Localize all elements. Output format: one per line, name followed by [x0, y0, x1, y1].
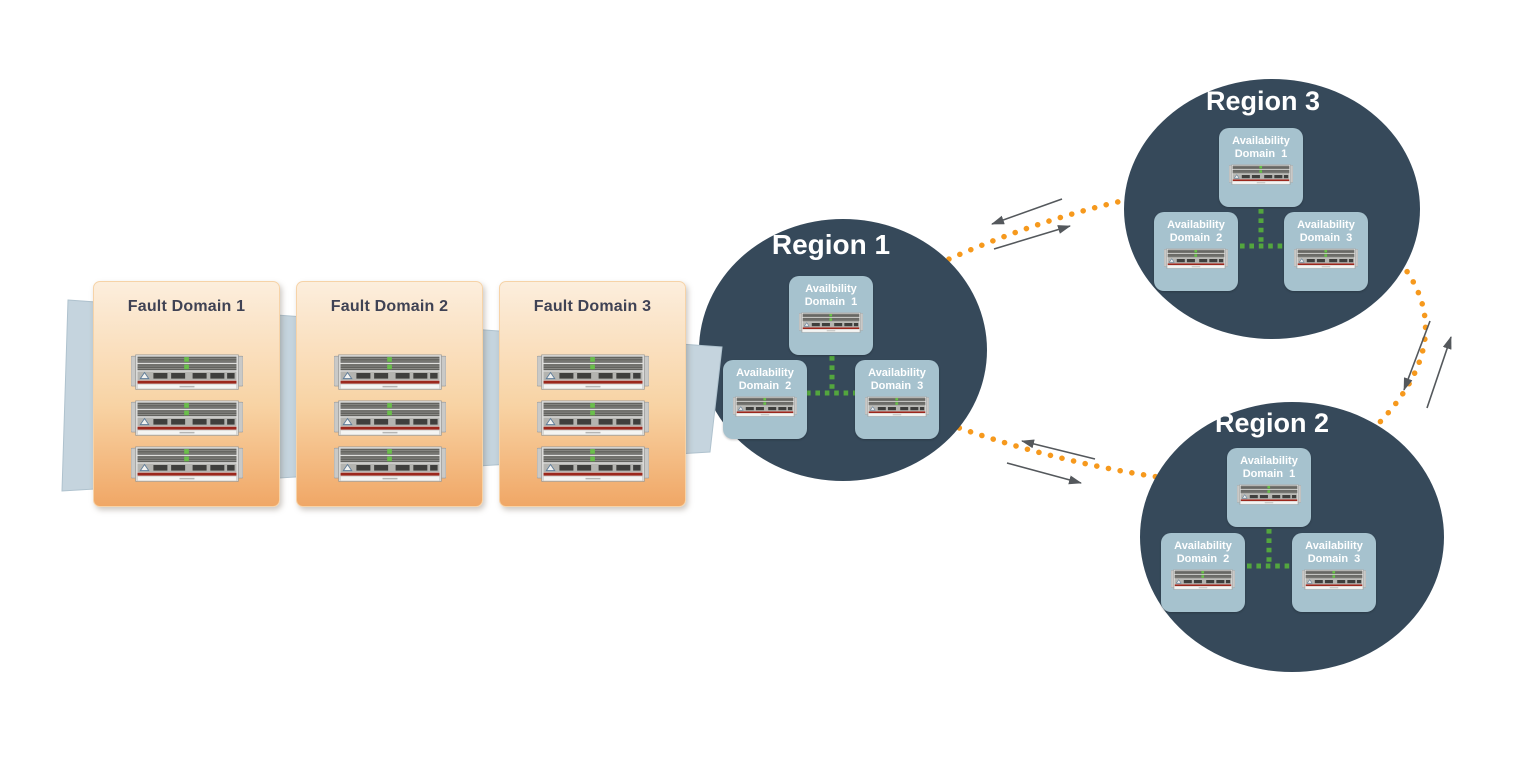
replication-arrow [1403, 320, 1431, 391]
ad-label-line2: Domain 1 [1242, 468, 1296, 481]
availability-domain-box-r3-ad1: Availability Domain 1 [1219, 128, 1303, 207]
region-1-label: Region 1 [771, 229, 891, 260]
availability-domain-box-r1-ad2: Availability Domain 2 [723, 360, 807, 439]
server-rack-icon [799, 312, 863, 334]
replication-arrow [991, 198, 1063, 225]
server-rack-icon [334, 400, 446, 438]
server-rack-icon [1294, 248, 1358, 270]
availability-domain-box-r1-ad1: Availbility Domain 1 [789, 276, 873, 355]
ad-connector-region-2 [1247, 529, 1293, 569]
region-link-arc-r1-r2 [945, 421, 1175, 482]
region-3-label: Region 3 [1205, 86, 1320, 116]
ad-label-line2: Domain 1 [1234, 148, 1288, 161]
replication-arrow [1426, 336, 1452, 409]
server-rack-icon [131, 446, 243, 484]
server-rack-icon [1302, 569, 1366, 591]
ad-label-line2: Domain 2 [1169, 232, 1223, 245]
server-rack-icon [334, 354, 446, 392]
ad-label-line1: Availability [868, 367, 926, 379]
availability-domain-box-r2-ad1: Availability Domain 1 [1227, 448, 1311, 527]
ad-label-line1: Availability [1174, 540, 1232, 552]
region-link-arc-r1-r3 [935, 189, 1168, 267]
server-rack-icon [865, 396, 929, 418]
ad-label-line1: Availability [736, 367, 794, 379]
fault-domain-box-3: Fault Domain 3 [499, 281, 686, 507]
fault-domain-label: Fault Domain 1 [127, 298, 246, 315]
ad-label-line2: Domain 3 [1307, 553, 1361, 566]
ad-label-line2: Domain 3 [1299, 232, 1353, 245]
ad-label-line1: Availability [1232, 135, 1290, 147]
ad-connector-region-3 [1240, 209, 1285, 249]
ad-label-line1: Availbility [805, 283, 857, 295]
availability-domain-box-r2-ad3: Availability Domain 3 [1292, 533, 1376, 612]
region-3-circle [1124, 79, 1420, 339]
fault-domain-box-2: Fault Domain 2 [296, 281, 483, 507]
server-rack-icon [1164, 248, 1228, 270]
server-rack-icon [537, 446, 649, 484]
server-rack-icon [1229, 164, 1293, 186]
server-rack-icon [733, 396, 797, 418]
availability-domain-box-r2-ad2: Availability Domain 2 [1161, 533, 1245, 612]
ad-label-line1: Availability [1297, 219, 1355, 231]
server-rack-icon [1237, 484, 1301, 506]
region-2-label: Region 2 [1214, 408, 1329, 438]
server-rack-icon [1171, 569, 1235, 591]
ad-label-line2: Domain 2 [738, 380, 792, 393]
server-rack-icon [131, 400, 243, 438]
server-rack-icon [131, 354, 243, 392]
ad-label-line1: Availability [1305, 540, 1363, 552]
replication-arrow [1021, 439, 1096, 460]
server-rack-icon [537, 354, 649, 392]
server-rack-icon [537, 400, 649, 438]
ad-label-line2: Domain 1 [804, 296, 858, 309]
ad-label-line1: Availability [1167, 219, 1225, 231]
fault-domain-label: Fault Domain 3 [533, 298, 652, 315]
availability-domain-box-r3-ad3: Availability Domain 3 [1284, 212, 1368, 291]
ad-label-line1: Availability [1240, 455, 1298, 467]
fault-domain-label: Fault Domain 2 [330, 298, 449, 315]
region-link-arc-r3-r2 [1345, 259, 1429, 455]
ad-label-line2: Domain 3 [870, 380, 924, 393]
availability-domain-box-r3-ad2: Availability Domain 2 [1154, 212, 1238, 291]
ad-connector-region-1 [806, 356, 856, 396]
fault-domain-box-1: Fault Domain 1 [93, 281, 280, 507]
server-rack-icon [334, 446, 446, 484]
replication-arrow [1006, 462, 1082, 485]
ad-label-line2: Domain 2 [1176, 553, 1230, 566]
replication-arrow [993, 225, 1071, 250]
availability-domain-box-r1-ad3: Availability Domain 3 [855, 360, 939, 439]
